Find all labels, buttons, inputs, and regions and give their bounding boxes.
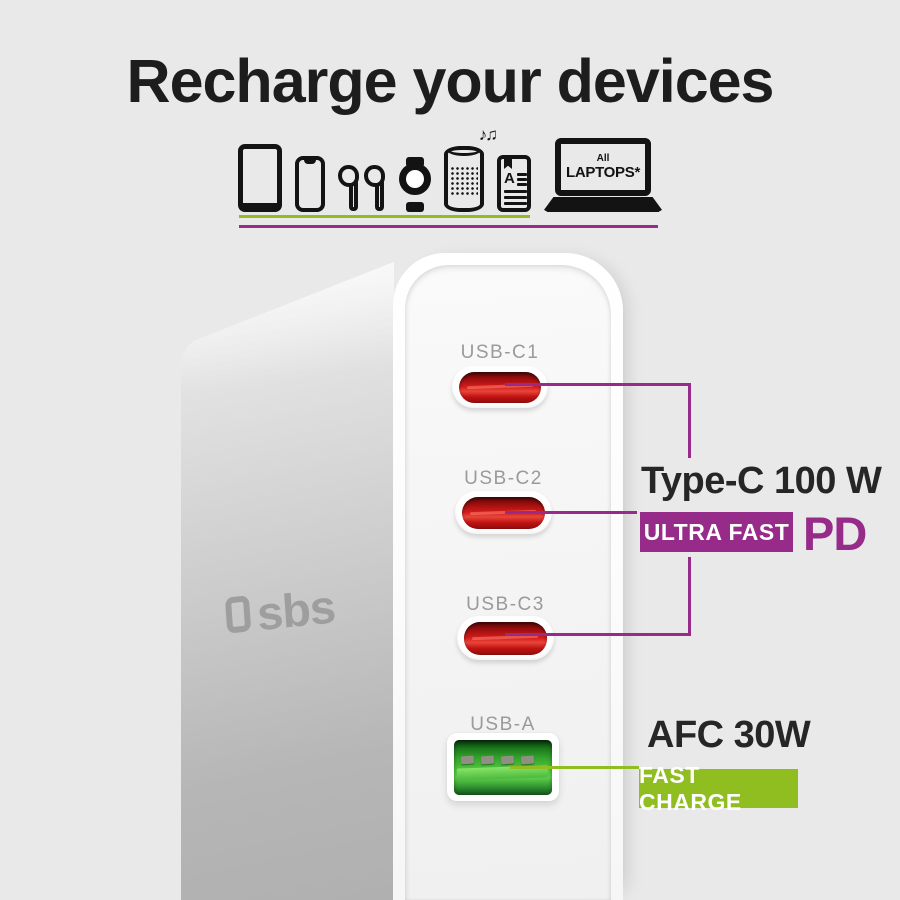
smartphone-icon (295, 156, 325, 212)
green-underline (239, 215, 530, 218)
usb-a-pin (460, 755, 475, 765)
usb-c3-port-inner (464, 621, 547, 655)
fast-charge-badge: FAST CHARGE (639, 762, 798, 815)
connector-line-usbc3 (505, 633, 691, 636)
usb-c1-port-inner (459, 371, 541, 403)
usb-a-pin (480, 755, 495, 765)
ultra-fast-badge: ULTRA FAST (640, 512, 793, 552)
connector-line-usba (510, 766, 639, 769)
port-label-usb-c3: USB-C3 (466, 594, 545, 615)
bookmark-icon (504, 158, 512, 169)
page-title: Recharge your devices (126, 47, 775, 115)
earbud-left (338, 165, 360, 212)
tablet-icon (238, 144, 282, 212)
earbuds-icon (338, 165, 386, 212)
laptop-icon: All LAPTOPS* (544, 138, 662, 212)
pd-tag: PD (803, 507, 867, 560)
smart-speaker-icon: ♪♫ (444, 125, 498, 212)
music-notes-icon: ♪♫ (478, 125, 498, 144)
connector-line-vertical-top (688, 383, 691, 458)
sbs-logo-icon (224, 595, 252, 634)
connector-line-usbc1 (505, 383, 691, 386)
side-highlight (181, 261, 394, 425)
usb-a-pin (500, 755, 515, 765)
device-icons-row: ♪♫ A All LAPTOPS* (238, 125, 662, 212)
smartwatch-icon (399, 156, 431, 212)
earbud-right (364, 165, 386, 212)
laptop-label-laptops: LAPTOPS* (565, 163, 640, 181)
sbs-logo-text: sbs (255, 579, 337, 641)
usb-a-callout-title: AFC 30W (647, 714, 811, 756)
charger-side-panel (181, 261, 394, 900)
port-label-usb-a: USB-A (470, 714, 536, 735)
purple-underline (239, 225, 658, 228)
connector-line-usbc2 (505, 511, 637, 514)
laptop-label-all: All (596, 152, 610, 164)
connector-line-vertical-bottom (688, 557, 691, 634)
port-label-usb-c1: USB-C1 (460, 342, 540, 363)
type-c-callout-title: Type-C 100 W (641, 460, 882, 502)
ereader-icon: A (497, 155, 531, 212)
port-label-usb-c2: USB-C2 (464, 468, 543, 489)
usb-a-pin (520, 755, 535, 765)
